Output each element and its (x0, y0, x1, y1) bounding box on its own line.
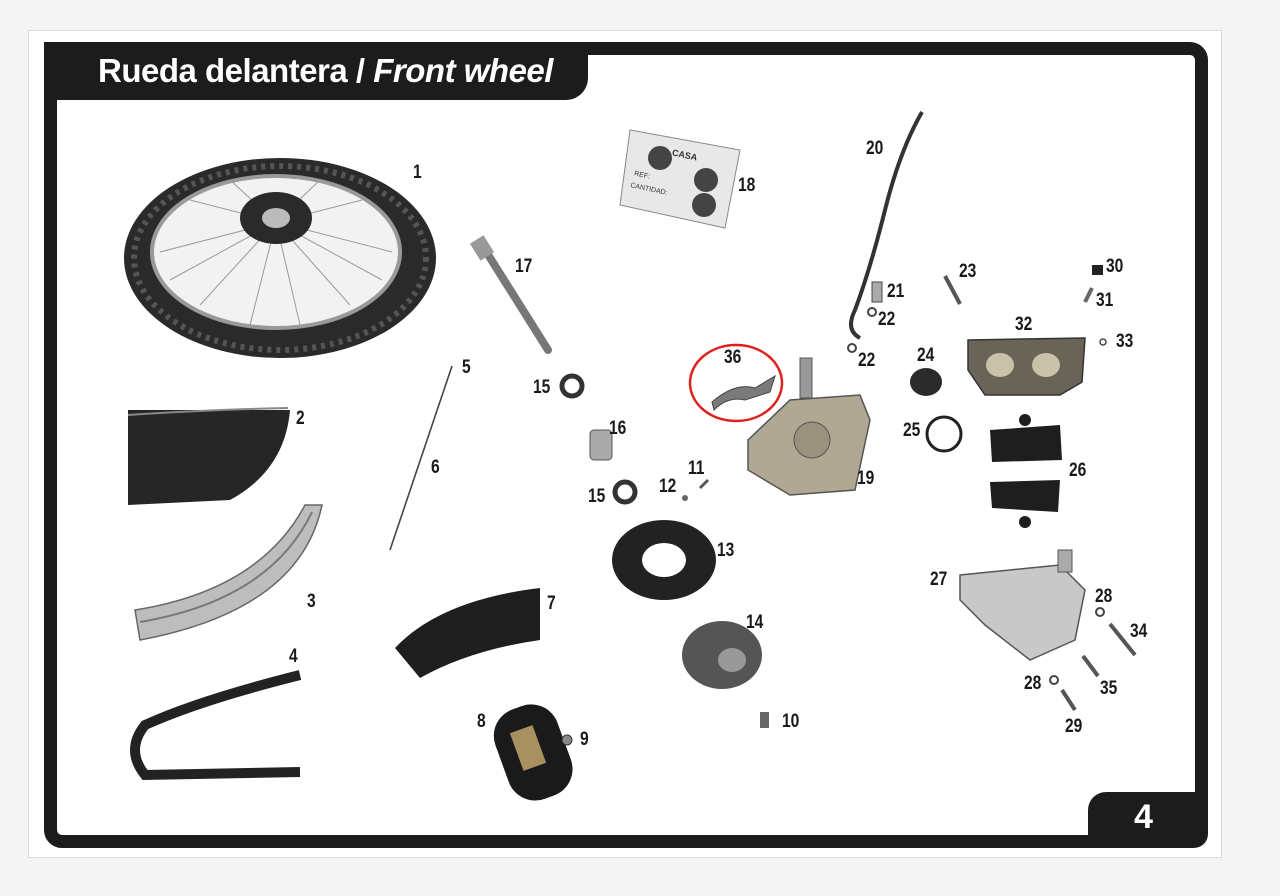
part-8-tube-pack (493, 704, 573, 801)
part-label: 28 (1095, 586, 1113, 607)
part-label: 24 (917, 345, 935, 366)
highlight-circle (688, 343, 784, 423)
part-label: 19 (857, 468, 875, 489)
part-label: 2 (296, 408, 305, 429)
part-label: 25 (903, 420, 921, 441)
part-label: 10 (782, 711, 800, 732)
part-label: 30 (1106, 256, 1124, 277)
part-label: 13 (717, 540, 735, 561)
part-label: 29 (1065, 716, 1083, 737)
part-label: 23 (959, 261, 977, 282)
part-9-nut (561, 734, 573, 746)
part-label: 21 (887, 281, 905, 302)
part-label: 20 (866, 138, 884, 159)
part-18-seal-kit (619, 129, 741, 229)
part-label: 22 (858, 350, 876, 371)
part-28-washer-b (1049, 675, 1059, 685)
part-3-rim (134, 504, 323, 641)
part-label: 34 (1130, 621, 1148, 642)
part-25-o-ring (925, 415, 963, 453)
page-number: 4 (1134, 798, 1153, 836)
part-23-pin (943, 275, 962, 305)
part-36-bracket (711, 374, 776, 411)
part-label: 33 (1116, 331, 1134, 352)
part-label: 4 (289, 646, 298, 667)
part-19-brake-caliper (747, 357, 871, 496)
part-6-spoke (389, 365, 453, 551)
part-1-front-wheel (124, 158, 436, 358)
part-32-caliper-body (967, 337, 1086, 396)
part-22-washer-b (847, 343, 857, 353)
part-14-hub (682, 621, 762, 689)
part-label: 9 (580, 729, 589, 750)
part-16-spacer (589, 429, 613, 461)
part-label: 17 (515, 256, 533, 277)
part-label: 15 (588, 486, 606, 507)
part-label: 15 (533, 377, 551, 398)
part-24-piston (910, 368, 942, 396)
part-label: 6 (431, 457, 440, 478)
part-label: 14 (746, 612, 764, 633)
part-label: 1 (413, 162, 422, 183)
part-label: 16 (609, 418, 627, 439)
part-label: 26 (1069, 460, 1087, 481)
part-15-bearing-upper (559, 373, 585, 399)
part-13-brake-disc (612, 520, 716, 600)
part-26-brake-pads (990, 414, 1062, 528)
part-27-caliper-half (959, 549, 1086, 661)
part-15-bearing-lower (612, 479, 638, 505)
title-separator: / (355, 52, 365, 89)
part-17-axle (469, 235, 552, 354)
part-4-rim-band (130, 670, 302, 781)
part-label: 22 (878, 309, 896, 330)
part-28-washer-a (1095, 607, 1105, 617)
part-label: 12 (659, 476, 677, 497)
part-2-tyre (127, 407, 290, 505)
part-22-washer-a (867, 307, 877, 317)
part-label: 31 (1096, 290, 1114, 311)
page-number-tab (1088, 792, 1208, 848)
part-20-brake-hose (849, 110, 924, 340)
part-label: 3 (307, 591, 316, 612)
part-33-washer (1099, 338, 1107, 346)
part-30-bleed-cap (1092, 265, 1103, 275)
part-10-valve (760, 712, 769, 728)
title-spanish: Rueda delantera (98, 52, 348, 89)
part-label: 5 (462, 357, 471, 378)
part-label: 8 (477, 711, 486, 732)
part-34-bolt (1108, 622, 1137, 657)
part-label: 11 (688, 458, 705, 479)
part-21-banjo-bolt (871, 281, 883, 303)
part-label: 28 (1024, 673, 1042, 694)
part-label: 27 (930, 569, 948, 590)
title-banner (44, 42, 588, 100)
part-label: 18 (738, 175, 756, 196)
part-31-bleed-screw (1083, 287, 1094, 303)
part-35-bolt (1081, 654, 1100, 678)
title-english: Front wheel (373, 52, 553, 89)
part-29-bolt (1060, 688, 1077, 712)
page-title: Rueda delantera / Front wheel (98, 52, 553, 90)
part-12-washer (682, 495, 688, 501)
part-label: 32 (1015, 314, 1033, 335)
part-7-inner-tube (395, 588, 540, 678)
part-label: 36 (724, 347, 742, 368)
part-label: 35 (1100, 678, 1118, 699)
part-11-screw (698, 478, 710, 490)
part-label: 7 (547, 593, 556, 614)
